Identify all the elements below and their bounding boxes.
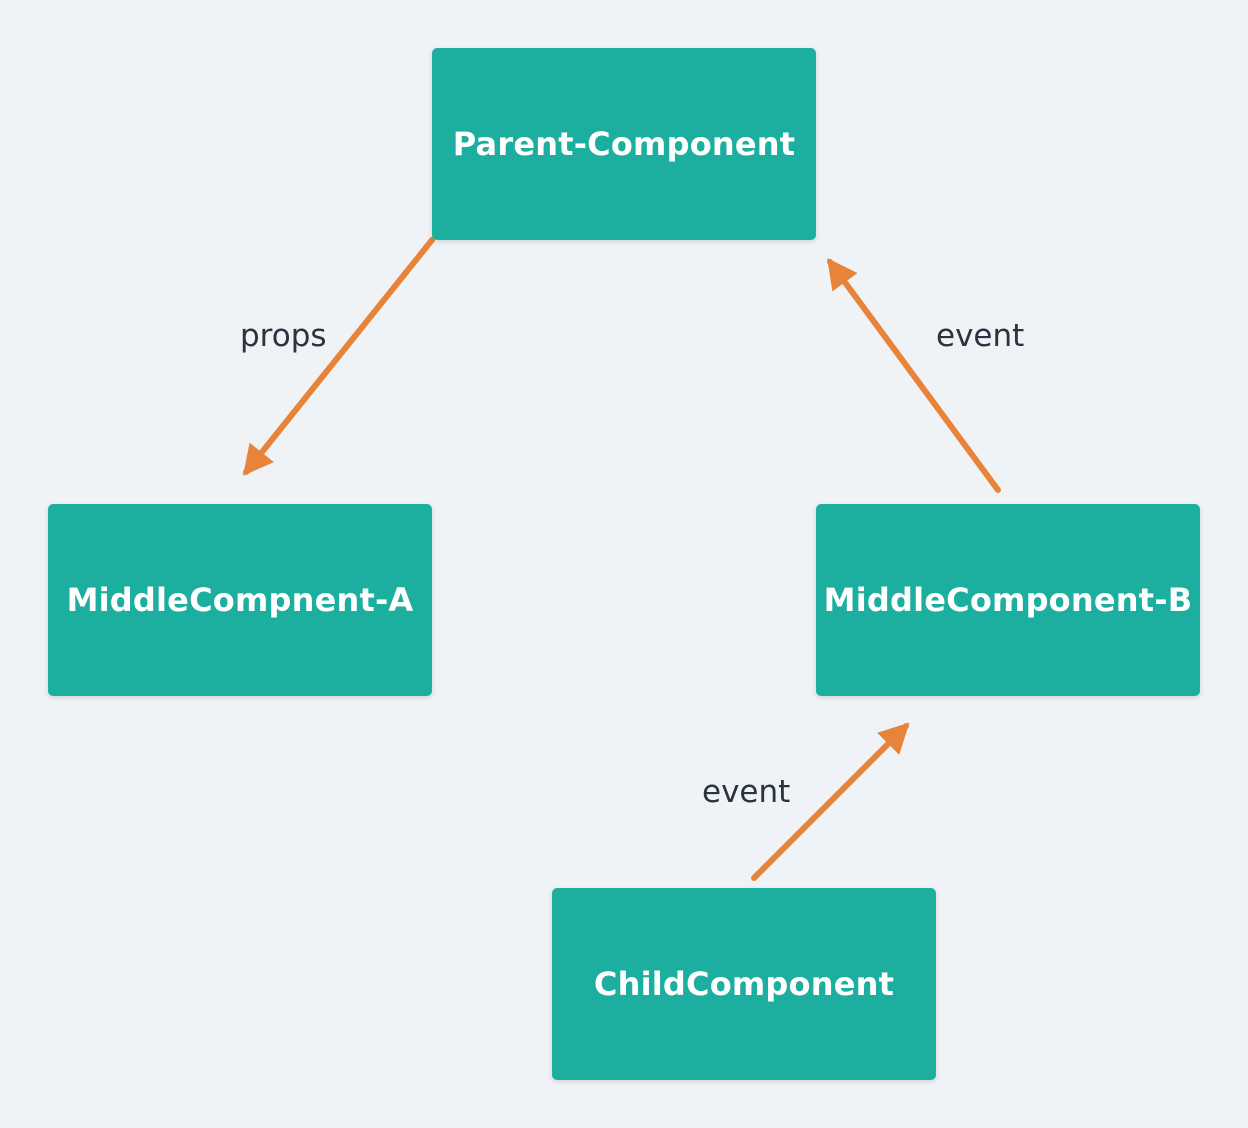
child-component-node: ChildComponent [552,888,936,1080]
event-edge-label-child: event [702,774,791,810]
middle-component-b-node: MiddleComponent-B [816,504,1200,696]
event-edge-label-middle-b: event [936,318,1025,354]
props-edge-label: props [240,318,327,354]
parent-component-node: Parent-Component [432,48,816,240]
middle-component-a-label: MiddleCompnent-A [66,581,414,619]
middle-component-b-label: MiddleComponent-B [823,581,1193,619]
arrow-child-to-middle-b [751,722,910,881]
arrow-parent-to-middle-a [242,237,435,476]
middle-component-a-node: MiddleCompnent-A [48,504,432,696]
arrow-middle-b-to-parent [827,258,1001,493]
parent-component-label: Parent-Component [452,125,796,163]
child-component-label: ChildComponent [593,965,895,1003]
